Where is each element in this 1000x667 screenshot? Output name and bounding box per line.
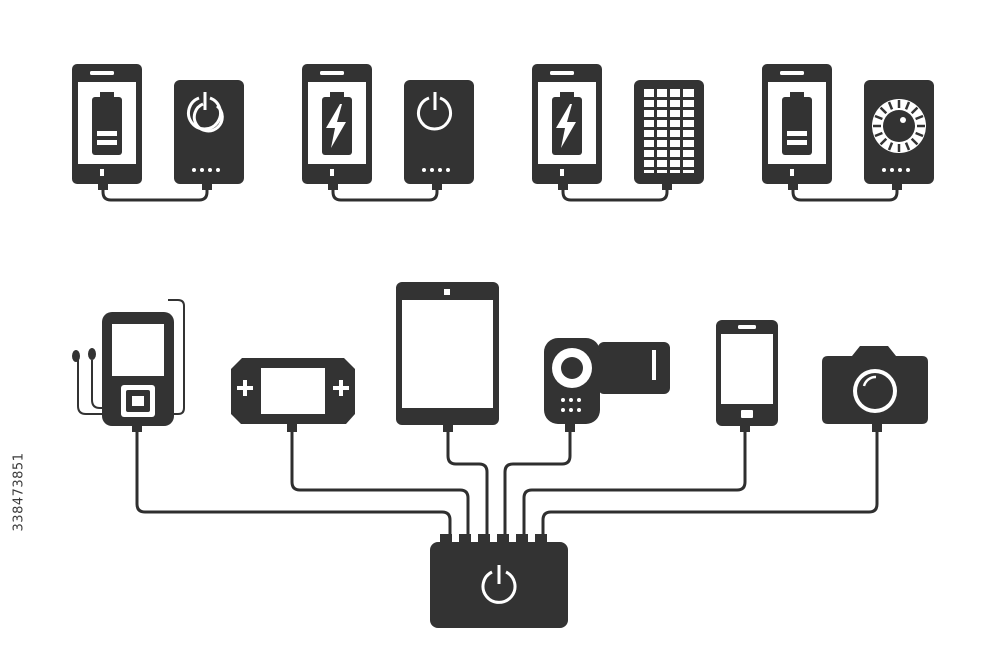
tablet-icon	[396, 282, 499, 432]
handheld-console-icon	[231, 358, 355, 432]
stock-id-label: 338473851	[8, 432, 30, 552]
mp3-player-icon	[72, 299, 185, 432]
stock-id-text: 338473851	[11, 452, 27, 532]
power-bank-hub	[430, 534, 568, 628]
camcorder-icon	[544, 338, 670, 432]
camera-icon	[822, 346, 928, 432]
power-bank-power-icon	[404, 80, 474, 184]
smartphone-icon	[716, 320, 778, 432]
phone-to-sun-charger-pair	[762, 64, 934, 202]
phone-to-power-bank-pair	[302, 64, 474, 202]
phone-to-power-bank-pair	[72, 64, 244, 202]
phone-low-battery-icon	[762, 64, 832, 184]
phone-charging-bolt-icon	[302, 64, 372, 184]
power-bank-power-icon	[174, 80, 244, 184]
solar-panel-icon	[634, 80, 704, 184]
sun-icon	[864, 80, 934, 184]
charging-cables	[135, 432, 879, 536]
phone-to-solar-panel-pair	[532, 64, 704, 202]
phone-charging-bolt-icon	[532, 64, 602, 184]
power-bank-power-icon	[481, 565, 517, 604]
phone-low-battery-icon	[72, 64, 142, 184]
